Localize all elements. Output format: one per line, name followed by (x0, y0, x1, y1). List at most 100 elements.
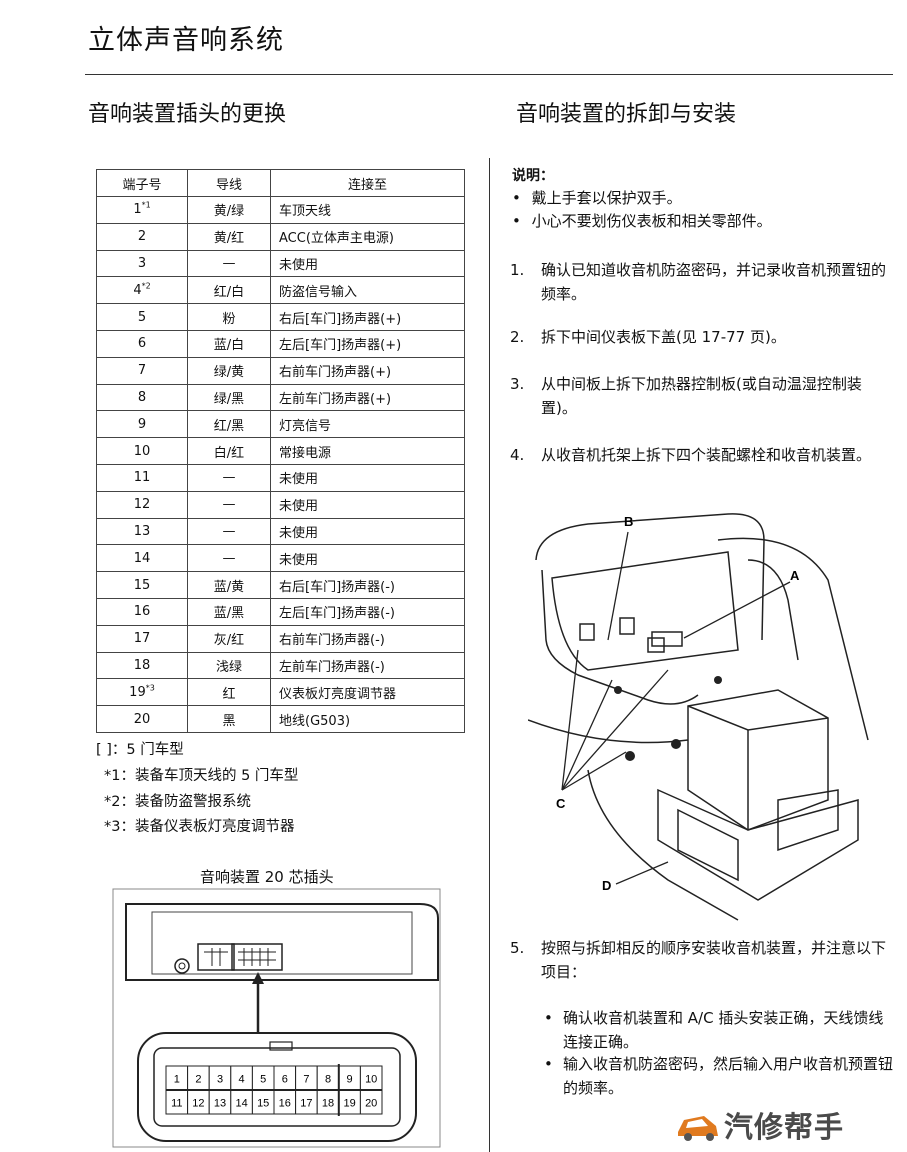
pin-number-cell: 19*3 (96, 678, 188, 707)
connector-a (651, 631, 683, 647)
pin-label: 19 (343, 1098, 355, 1110)
bracket-clip-1 (579, 623, 595, 641)
table-row: 11—未使用 (96, 463, 465, 492)
pin-footnote-mark: *2 (141, 281, 151, 291)
pin-number-cell: 6 (96, 329, 188, 358)
bolt-icon (614, 686, 622, 694)
note-bullet-text: 戴上手套以保护双手。 (531, 189, 682, 207)
table-row: 12—未使用 (96, 490, 465, 519)
pin-number-cell: 20 (96, 705, 188, 733)
connects-to-cell: ACC(立体声主电源) (270, 222, 465, 251)
pin-number: 4 (133, 282, 142, 298)
leader-c-3 (561, 751, 627, 791)
wire-color-cell: 红 (187, 678, 271, 707)
pin-number: 12 (133, 497, 151, 513)
bullet-icon: • (512, 189, 521, 207)
connects-to-cell: 右前车门扬声器(-) (270, 624, 465, 653)
step-number: 1. (510, 261, 525, 279)
step-text: 从收音机托架上拆下四个装配螺栓和收音机装置。 (541, 446, 872, 464)
pin-number: 13 (133, 523, 151, 539)
bolt-icon (671, 739, 681, 749)
table-row: 14—未使用 (96, 544, 465, 573)
wire-color-cell: — (187, 544, 271, 573)
wire-color-cell: 绿/黄 (187, 356, 271, 385)
wire-color-cell: 黄/绿 (187, 196, 271, 224)
pin-number-cell: 2 (96, 222, 188, 251)
pin-label: 12 (192, 1098, 204, 1110)
connects-to-cell: 仪表板灯亮度调节器 (270, 678, 465, 707)
table-notes: [ ]：5 门车型 *1：装备车顶天线的 5 门车型 *2：装备防盗警报系统 *… (96, 738, 298, 841)
pin-number: 6 (137, 336, 147, 352)
connects-to-cell: 左前车门扬声器(+) (270, 383, 465, 412)
pin-number-cell: 17 (96, 624, 188, 653)
step-number: 2. (510, 328, 525, 346)
pin-number-cell: 4*2 (96, 276, 188, 305)
connects-to-cell: 未使用 (270, 544, 465, 573)
wire-color-cell: — (187, 490, 271, 519)
connects-to-cell: 右前车门扬声器(+) (270, 356, 465, 385)
leader-b (607, 531, 629, 641)
bracket-clip-3 (647, 637, 665, 653)
ac-connector-socket (197, 943, 235, 971)
label-c: C (556, 796, 566, 811)
radio-back-panel (151, 911, 413, 975)
pin-footnote-mark: *3 (145, 683, 155, 693)
pin-number-cell: 15 (96, 571, 188, 599)
connects-to-cell: 右后[车门]扬声器(+) (270, 303, 465, 331)
note-bullet-2: • 小心不要划伤仪表板和相关零部件。 (512, 209, 772, 233)
pin-number: 15 (133, 577, 151, 593)
plug-latch (269, 1041, 293, 1051)
pin-number: 9 (137, 416, 147, 432)
pin-number: 7 (137, 363, 147, 379)
wire-color-cell: 红/黑 (187, 410, 271, 439)
pin-label: 10 (365, 1074, 377, 1086)
connects-to-cell: 右后[车门]扬声器(-) (270, 571, 465, 599)
connects-to-cell: 常接电源 (270, 437, 465, 465)
wire-color-cell: 绿/黑 (187, 383, 271, 412)
label-d: D (602, 878, 611, 893)
pin-number: 3 (137, 255, 147, 271)
connects-to-cell: 灯亮信号 (270, 410, 465, 439)
radio-removal-figure: B A C D (528, 513, 869, 921)
pin-label: 15 (257, 1098, 269, 1110)
pin-number-cell: 10 (96, 437, 188, 465)
wire-color-cell: — (187, 249, 271, 278)
note-1: *1：装备车顶天线的 5 门车型 (104, 767, 299, 784)
note-3: *3：装备仪表板灯亮度调节器 (104, 819, 295, 836)
step-number: 3. (510, 375, 525, 393)
note-bullet-1: • 戴上手套以保护双手。 (512, 186, 682, 210)
pin-number: 2 (137, 229, 147, 245)
header-pin: 端子号 (96, 169, 188, 197)
bullet-icon: • (512, 212, 521, 230)
leader-d (615, 861, 669, 885)
pin-number: 18 (133, 657, 151, 673)
label-a: A (790, 568, 800, 583)
sub-bullet-1: • 确认收音机装置和 A/C 插头安装正确，天线馈线连接正确。 (544, 1006, 894, 1054)
connects-to-cell: 防盗信号输入 (270, 276, 465, 305)
pin-number: 19 (129, 684, 146, 700)
plug-inner (153, 1047, 401, 1127)
note-title: 说明： (512, 168, 554, 184)
wire-color-cell: 蓝/黄 (187, 571, 271, 599)
connects-to-cell: 地线(G503) (270, 705, 465, 733)
pin-footnote-mark: *1 (141, 201, 151, 211)
leader-c-1 (561, 649, 579, 791)
watermark-text: 汽修帮手 (724, 1110, 845, 1144)
connects-to-cell: 左后[车门]扬声器(+) (270, 329, 465, 358)
bracket-clip-2 (619, 617, 635, 635)
radio-faceplate (657, 788, 859, 901)
pin-number-cell: 12 (96, 490, 188, 519)
leader-a (683, 581, 791, 639)
note-door-type: [ ]：5 门车型 (96, 742, 184, 758)
pin-label: 17 (300, 1098, 312, 1110)
step-number: 5. (510, 939, 525, 957)
